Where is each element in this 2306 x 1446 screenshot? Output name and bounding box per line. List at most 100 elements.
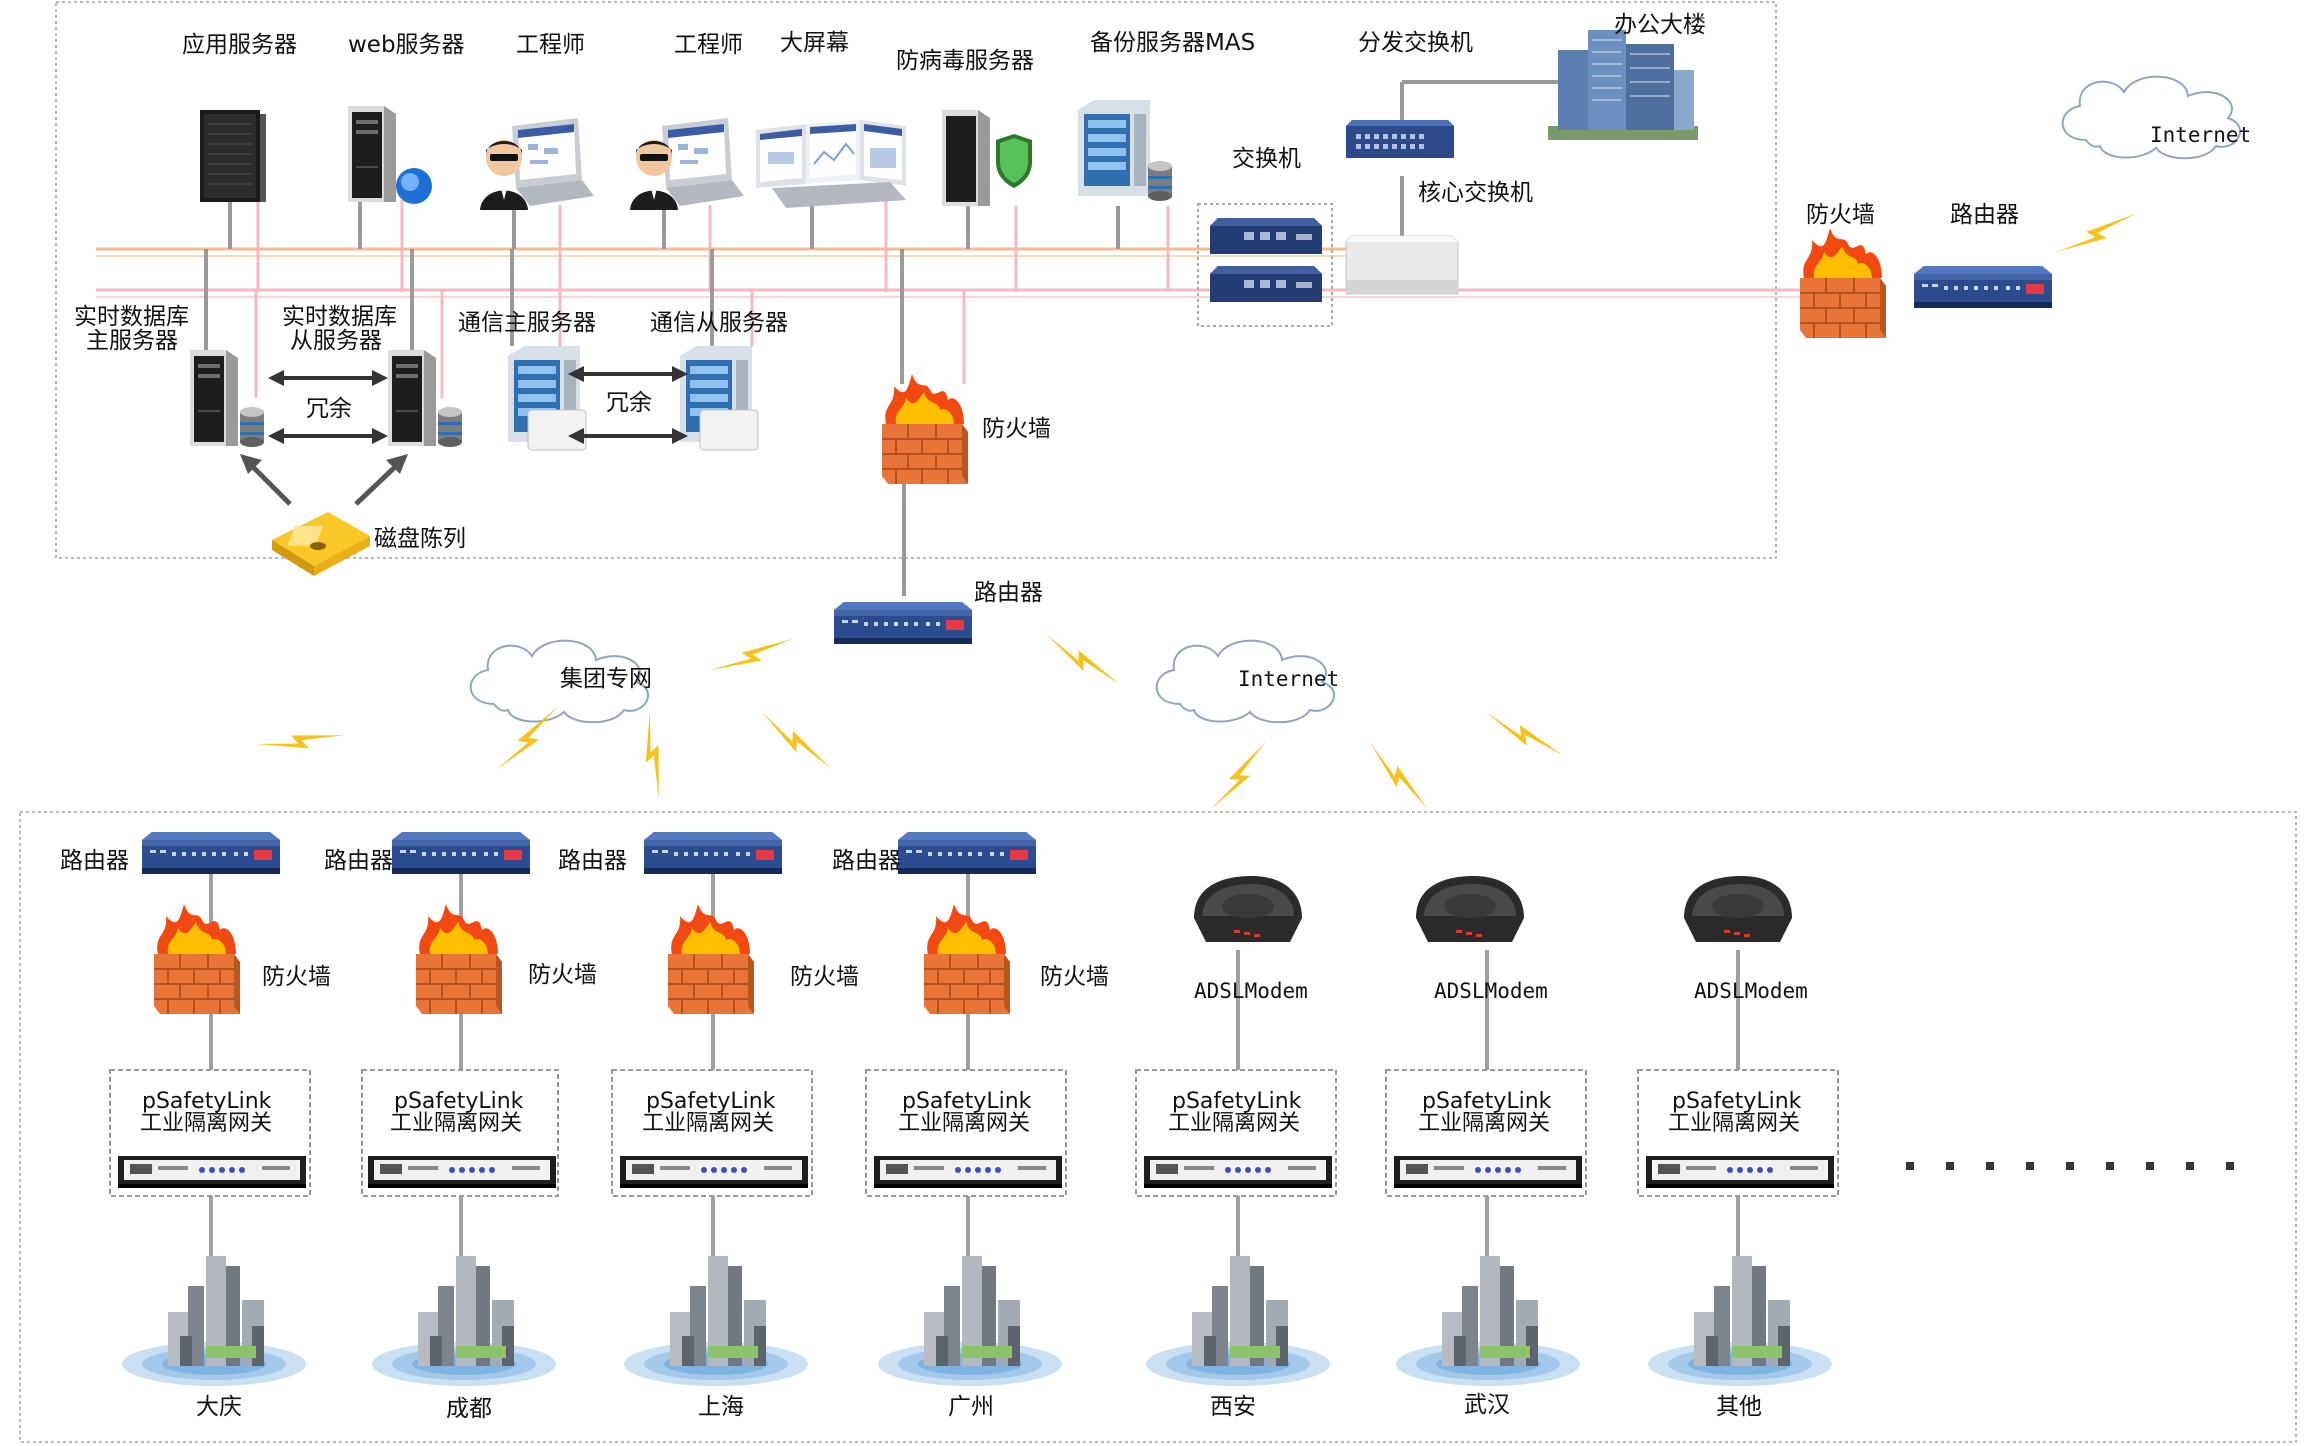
core-switch bbox=[1345, 235, 1459, 295]
site-2: 路由器 防火墙 pSafetyLink 工业隔离网关 成都 bbox=[324, 848, 597, 1422]
engineer-1-label: 工程师 bbox=[516, 32, 585, 58]
antivirus-server-label: 防病毒服务器 bbox=[896, 48, 1034, 74]
office-building bbox=[1547, 29, 1699, 141]
big-screen-label: 大屏幕 bbox=[780, 30, 849, 56]
site-5-gateway-label-2: 工业隔离网关 bbox=[1168, 1111, 1300, 1136]
rtdb-slave-label-2: 从服务器 bbox=[290, 328, 382, 354]
site-7-gateway-label-1: pSafetyLink bbox=[1672, 1089, 1802, 1114]
site-2-gateway-label-1: pSafetyLink bbox=[394, 1089, 524, 1114]
site-gateway-6 bbox=[1394, 1156, 1582, 1188]
site-4-firewall-label: 防火墙 bbox=[1040, 964, 1109, 990]
firewall-top-label: 防火墙 bbox=[1806, 202, 1875, 228]
backup-server-label: 备份服务器MAS bbox=[1090, 30, 1255, 56]
app-server-label: 应用服务器 bbox=[182, 32, 297, 58]
router-mid bbox=[834, 602, 972, 644]
top-device-drops bbox=[228, 200, 1170, 292]
site-3-gateway-label-1: pSafetyLink bbox=[646, 1089, 776, 1114]
site-gateway-7 bbox=[1646, 1156, 1834, 1188]
site-firewall-2 bbox=[415, 903, 503, 1015]
site-firewall-3 bbox=[667, 903, 755, 1015]
firewall-mid bbox=[881, 373, 969, 485]
site-gateway-4 bbox=[874, 1156, 1062, 1188]
site-city-6 bbox=[1396, 1256, 1580, 1386]
site-6-city-label: 武汉 bbox=[1464, 1392, 1510, 1418]
engineer-workstation-2 bbox=[630, 118, 744, 210]
comm-master-server bbox=[508, 346, 587, 451]
backup-server bbox=[1078, 100, 1150, 196]
site-6: ADSLModem pSafetyLink 工业隔离网关 武汉 bbox=[1418, 979, 1552, 1418]
adsl-modem-1 bbox=[1194, 876, 1302, 942]
rtdb-slave-label-1: 实时数据库 bbox=[282, 304, 397, 330]
disk-arrows bbox=[240, 454, 408, 506]
firewall-mid-label: 防火墙 bbox=[982, 416, 1051, 442]
big-screen-display bbox=[755, 119, 907, 209]
redundancy-arrow-2a bbox=[566, 364, 690, 384]
hq-boundary bbox=[55, 1, 1777, 559]
internet-mid-label: Internet bbox=[1238, 667, 1339, 691]
distribution-switch-label: 分发交换机 bbox=[1358, 30, 1473, 56]
site-4-gateway-label-1: pSafetyLink bbox=[902, 1089, 1032, 1114]
site-1-gateway-label-2: 工业隔离网关 bbox=[140, 1111, 272, 1136]
site-5-top-label: ADSLModem bbox=[1194, 979, 1308, 1003]
site-5: ADSLModem pSafetyLink 工业隔离网关 西安 bbox=[1168, 979, 1308, 1420]
site-2-gateway-label-2: 工业隔离网关 bbox=[390, 1111, 522, 1136]
site-router-2 bbox=[392, 832, 530, 874]
engineer-2-label: 工程师 bbox=[674, 32, 743, 58]
site-7-top-label: ADSLModem bbox=[1694, 979, 1808, 1003]
engineer-workstation-1 bbox=[480, 118, 594, 210]
web-server bbox=[348, 106, 432, 204]
site-4-city-label: 广州 bbox=[948, 1394, 994, 1420]
more-sites-ellipsis bbox=[1906, 1162, 2234, 1170]
lightning-top bbox=[2056, 196, 2137, 269]
redundancy-arrow-1b bbox=[266, 426, 390, 446]
rtdb-slave-server bbox=[388, 350, 436, 446]
web-server-label: web服务器 bbox=[348, 32, 465, 58]
site-2-city-label: 成都 bbox=[446, 1396, 492, 1422]
sites-boundary bbox=[19, 811, 2297, 1443]
wan-labels: 路由器 集团专网 Internet bbox=[560, 580, 1339, 692]
globe-icon bbox=[396, 168, 432, 204]
site-5-city-label: 西安 bbox=[1210, 1394, 1256, 1420]
redundancy-label-1: 冗余 bbox=[306, 396, 352, 422]
site-2-firewall-label: 防火墙 bbox=[528, 962, 597, 988]
site-3: 路由器 防火墙 pSafetyLink 工业隔离网关 上海 bbox=[558, 848, 859, 1420]
site-gateway-3 bbox=[620, 1156, 808, 1188]
switch-1 bbox=[1210, 218, 1322, 254]
site-router-3 bbox=[644, 832, 782, 874]
hq-top-labels: 应用服务器 web服务器 工程师 工程师 大屏幕 防病毒服务器 备份服务器MAS… bbox=[182, 12, 2251, 228]
redundancy-arrow-1a bbox=[266, 368, 390, 388]
site-3-top-label: 路由器 bbox=[558, 848, 627, 874]
site-6-gateway-label-2: 工业隔离网关 bbox=[1418, 1111, 1550, 1136]
backup-database-icon bbox=[1148, 161, 1172, 201]
comm-master-label: 通信主服务器 bbox=[458, 310, 596, 336]
rtdb-master-label-1: 实时数据库 bbox=[74, 304, 189, 330]
site-1-city-label: 大庆 bbox=[196, 1394, 242, 1420]
site-city-7 bbox=[1648, 1256, 1832, 1386]
site-router-4 bbox=[898, 832, 1036, 874]
router-mid-label: 路由器 bbox=[974, 580, 1043, 606]
site-firewall-4 bbox=[923, 903, 1011, 1015]
disk-array bbox=[272, 512, 370, 576]
site-1: 路由器 防火墙 pSafetyLink 工业隔离网关 大庆 bbox=[60, 848, 331, 1420]
site-city-1 bbox=[122, 1256, 306, 1386]
router-top-label: 路由器 bbox=[1950, 202, 2019, 228]
site-gateway-2 bbox=[368, 1156, 556, 1188]
rtdb-master-label-2: 主服务器 bbox=[86, 328, 178, 354]
site-city-5 bbox=[1146, 1256, 1330, 1386]
core-switch-label: 核心交换机 bbox=[1418, 180, 1533, 206]
site-router-1 bbox=[142, 832, 280, 874]
site-city-4 bbox=[878, 1256, 1062, 1386]
site-1-firewall-label: 防火墙 bbox=[262, 964, 331, 990]
site-firewall-1 bbox=[153, 903, 241, 1015]
site-4: 路由器 防火墙 pSafetyLink 工业隔离网关 广州 bbox=[832, 848, 1109, 1420]
site-5-gateway-label-1: pSafetyLink bbox=[1172, 1089, 1302, 1114]
site-2-top-label: 路由器 bbox=[324, 848, 393, 874]
site-6-top-label: ADSLModem bbox=[1434, 979, 1548, 1003]
site-3-city-label: 上海 bbox=[698, 1394, 744, 1420]
wan-lightning bbox=[256, 620, 1570, 820]
comm-slave-label: 通信从服务器 bbox=[650, 310, 788, 336]
site-7-gateway-label-2: 工业隔离网关 bbox=[1668, 1111, 1800, 1136]
router-top bbox=[1914, 266, 2052, 308]
distribution-switch bbox=[1346, 120, 1454, 158]
